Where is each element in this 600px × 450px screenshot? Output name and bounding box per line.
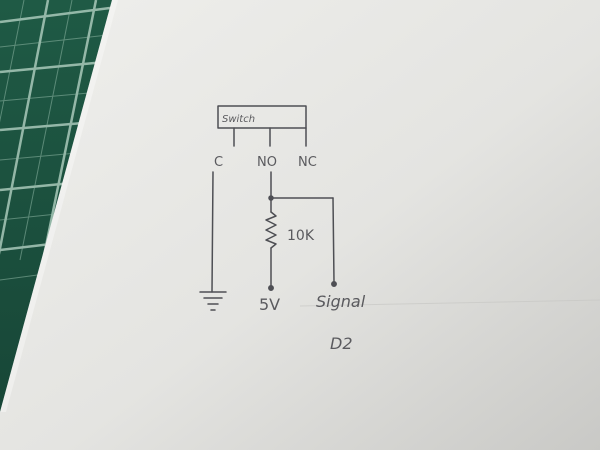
- resistor-icon: [265, 211, 277, 249]
- signal-pin-label: D2: [330, 334, 353, 353]
- resistor-value-label: 10K: [287, 228, 315, 244]
- common-wire: [211, 171, 214, 293]
- pin-label-nc: NC: [298, 155, 317, 170]
- signal-label: Signal: [316, 292, 366, 311]
- ground-icon: [199, 291, 227, 311]
- supply-label: 5V: [259, 295, 280, 314]
- pin-label-no: NO: [257, 155, 277, 170]
- switch-body: [217, 105, 307, 129]
- switch-label: Switch: [222, 114, 255, 125]
- pin-label-c: C: [214, 155, 223, 170]
- circuit-schematic: [199, 105, 337, 311]
